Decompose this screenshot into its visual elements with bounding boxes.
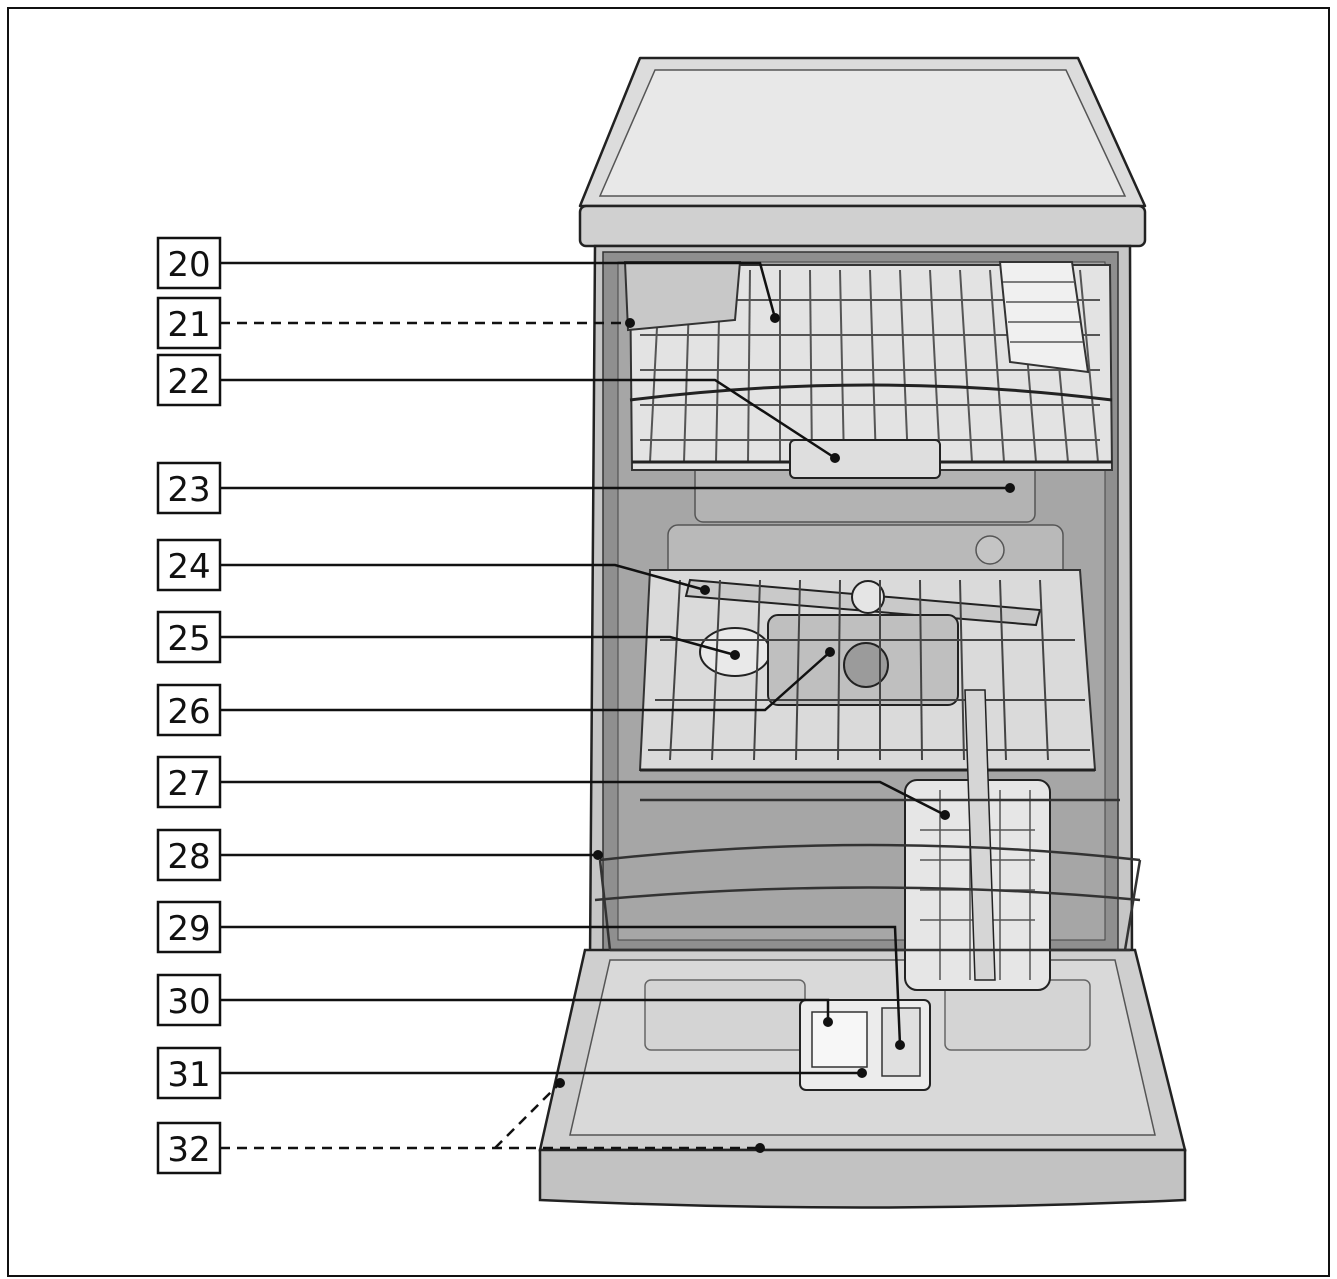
callout-20: 20 bbox=[156, 236, 222, 290]
leader-25 bbox=[220, 635, 736, 657]
leader-dots bbox=[555, 313, 1015, 1153]
callout-label-29: 29 bbox=[167, 909, 210, 949]
callout-label-22: 22 bbox=[167, 362, 210, 402]
callout-24: 24 bbox=[156, 538, 222, 592]
lower-basket-front bbox=[594, 798, 1142, 952]
callout-31: 31 bbox=[156, 1046, 222, 1100]
callout-22: 22 bbox=[156, 353, 222, 407]
leader-29 bbox=[220, 925, 902, 1046]
callout-28: 28 bbox=[156, 828, 222, 882]
callouts: 20 21 22 23 24 25 26 27 28 29 30 31 32 bbox=[156, 236, 222, 1175]
door bbox=[538, 948, 1187, 1209]
callout-26: 26 bbox=[156, 683, 222, 737]
callout-23: 23 bbox=[156, 461, 222, 515]
leader-24 bbox=[220, 563, 706, 592]
callout-label-26: 26 bbox=[167, 692, 210, 732]
leader-26 bbox=[220, 651, 831, 712]
callout-label-25: 25 bbox=[167, 619, 210, 659]
callout-label-27: 27 bbox=[167, 764, 210, 804]
leader-20 bbox=[220, 261, 777, 319]
callout-27: 27 bbox=[156, 755, 222, 809]
callout-label-28: 28 bbox=[167, 837, 210, 877]
callout-label-32: 32 bbox=[167, 1130, 210, 1170]
leader-32-branch bbox=[494, 1082, 561, 1149]
cutlery-basket bbox=[904, 689, 1051, 991]
callout-30: 30 bbox=[156, 973, 222, 1027]
callout-25: 25 bbox=[156, 610, 222, 664]
callout-label-21: 21 bbox=[167, 305, 210, 345]
leader-lines bbox=[220, 261, 1010, 1150]
callout-29: 29 bbox=[156, 900, 222, 954]
callout-label-30: 30 bbox=[167, 982, 210, 1022]
callout-32: 32 bbox=[156, 1121, 222, 1175]
callout-label-20: 20 bbox=[167, 245, 210, 285]
leader-22 bbox=[220, 378, 836, 460]
callout-21: 21 bbox=[156, 296, 222, 350]
leader-27 bbox=[220, 780, 946, 817]
leader-30 bbox=[220, 998, 830, 1022]
lower-basket bbox=[638, 569, 1097, 772]
callout-label-24: 24 bbox=[167, 547, 210, 587]
worktop bbox=[578, 56, 1147, 248]
callout-label-31: 31 bbox=[167, 1055, 210, 1095]
callout-label-23: 23 bbox=[167, 470, 210, 510]
upper-basket bbox=[623, 261, 1114, 479]
